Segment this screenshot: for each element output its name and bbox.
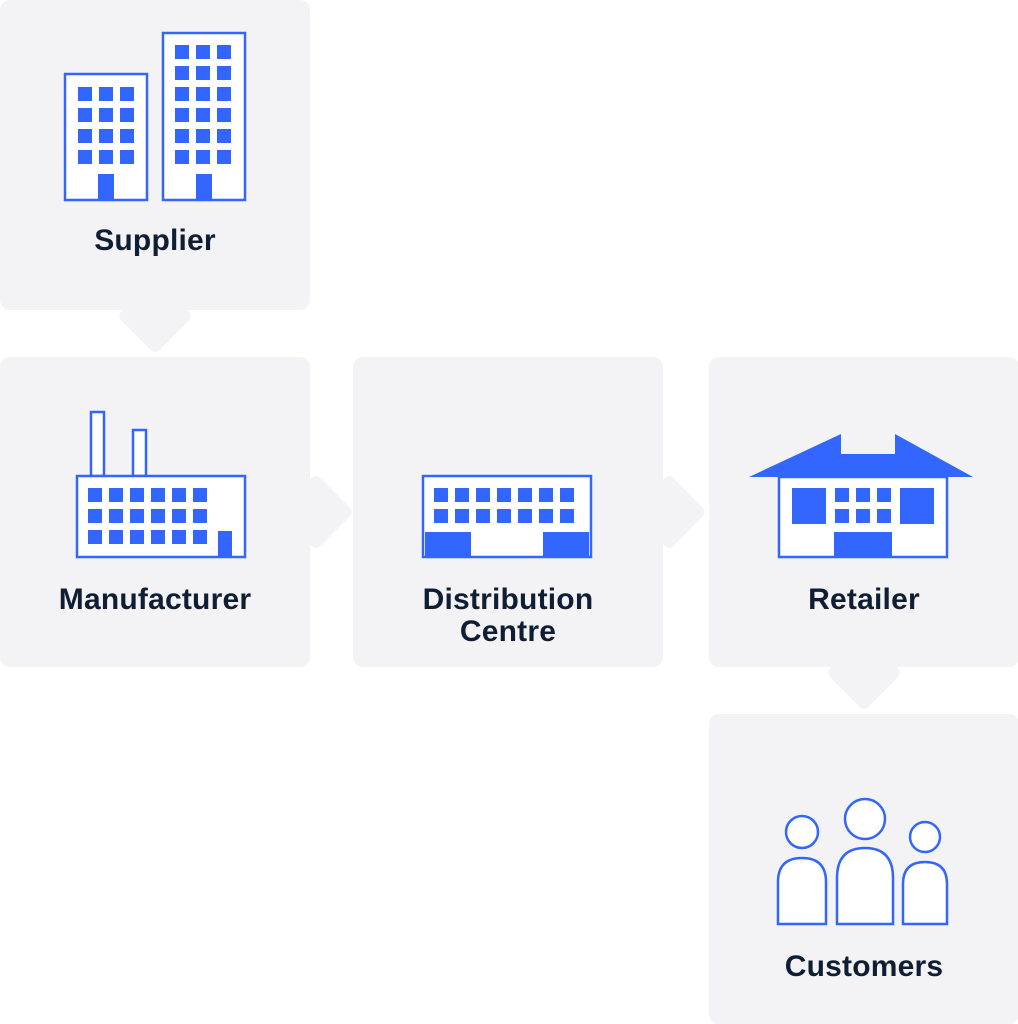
window-pane bbox=[217, 129, 231, 143]
manufacturer-label: Manufacturer bbox=[58, 583, 252, 616]
manufacturer-node: Manufacturer bbox=[0, 357, 310, 667]
window-pane bbox=[151, 530, 165, 544]
window-pane bbox=[175, 108, 189, 122]
window-pane bbox=[88, 488, 102, 502]
window-pane bbox=[539, 509, 553, 523]
window-pane bbox=[560, 509, 574, 523]
window-pane bbox=[109, 530, 123, 544]
window-pane bbox=[99, 150, 113, 164]
store-icon bbox=[749, 434, 973, 559]
window-pane bbox=[856, 488, 870, 502]
office-buildings-icon bbox=[63, 31, 247, 202]
window-pane bbox=[196, 45, 210, 59]
window-pane bbox=[120, 129, 134, 143]
supplier-label: Supplier bbox=[94, 224, 216, 257]
window-pane bbox=[193, 530, 207, 544]
window-pane bbox=[120, 108, 134, 122]
customers-node: Customers bbox=[709, 714, 1018, 1024]
window-pane bbox=[497, 488, 511, 502]
window-pane bbox=[120, 87, 134, 101]
window-pane bbox=[196, 66, 210, 80]
distribution-centre-node: Distribution Centre bbox=[353, 357, 663, 667]
window-pane bbox=[217, 66, 231, 80]
window-pane bbox=[88, 509, 102, 523]
window-pane bbox=[217, 87, 231, 101]
window-pane bbox=[193, 509, 207, 523]
window-pane bbox=[497, 509, 511, 523]
window-pane bbox=[109, 488, 123, 502]
people-icon bbox=[776, 797, 949, 926]
distribution-centre-label: Distribution Centre bbox=[353, 584, 663, 648]
window-pane bbox=[172, 488, 186, 502]
window-pane bbox=[856, 509, 870, 523]
window-pane bbox=[175, 66, 189, 80]
supplier-node: Supplier bbox=[0, 0, 310, 310]
window-pane bbox=[109, 509, 123, 523]
window-pane bbox=[172, 530, 186, 544]
window-pane bbox=[455, 509, 469, 523]
window-pane bbox=[99, 108, 113, 122]
window-pane bbox=[518, 488, 532, 502]
window-pane bbox=[434, 488, 448, 502]
window-pane bbox=[455, 488, 469, 502]
window-pane bbox=[539, 488, 553, 502]
retailer-node: Retailer bbox=[709, 357, 1018, 667]
window-pane bbox=[476, 488, 490, 502]
window-pane bbox=[560, 488, 574, 502]
window-pane bbox=[130, 509, 144, 523]
retailer-label: Retailer bbox=[808, 583, 920, 616]
window-pane bbox=[175, 45, 189, 59]
window-pane bbox=[172, 509, 186, 523]
window-pane bbox=[175, 87, 189, 101]
warehouse-icon bbox=[421, 474, 593, 559]
window-pane bbox=[196, 108, 210, 122]
window-pane bbox=[434, 509, 448, 523]
window-pane bbox=[877, 488, 891, 502]
distribution-centre-label-line1: Distribution bbox=[422, 583, 594, 616]
window-pane bbox=[130, 488, 144, 502]
window-pane bbox=[151, 488, 165, 502]
window-pane bbox=[217, 45, 231, 59]
window-pane bbox=[78, 150, 92, 164]
window-pane bbox=[88, 530, 102, 544]
window-pane bbox=[78, 87, 92, 101]
customers-label: Customers bbox=[784, 950, 944, 983]
factory-icon bbox=[75, 410, 247, 559]
window-pane bbox=[99, 87, 113, 101]
window-pane bbox=[120, 150, 134, 164]
window-pane bbox=[196, 87, 210, 101]
window-pane bbox=[835, 488, 849, 502]
window-pane bbox=[130, 530, 144, 544]
window-pane bbox=[196, 150, 210, 164]
window-pane bbox=[78, 129, 92, 143]
window-pane bbox=[193, 488, 207, 502]
window-pane bbox=[99, 129, 113, 143]
window-pane bbox=[175, 129, 189, 143]
window-pane bbox=[877, 509, 891, 523]
window-pane bbox=[78, 108, 92, 122]
window-pane bbox=[476, 509, 490, 523]
window-pane bbox=[518, 509, 532, 523]
distribution-centre-label-line2: Centre bbox=[459, 615, 557, 648]
window-pane bbox=[151, 509, 165, 523]
window-pane bbox=[835, 509, 849, 523]
window-pane bbox=[217, 108, 231, 122]
window-pane bbox=[196, 129, 210, 143]
window-pane bbox=[217, 150, 231, 164]
window-pane bbox=[175, 150, 189, 164]
